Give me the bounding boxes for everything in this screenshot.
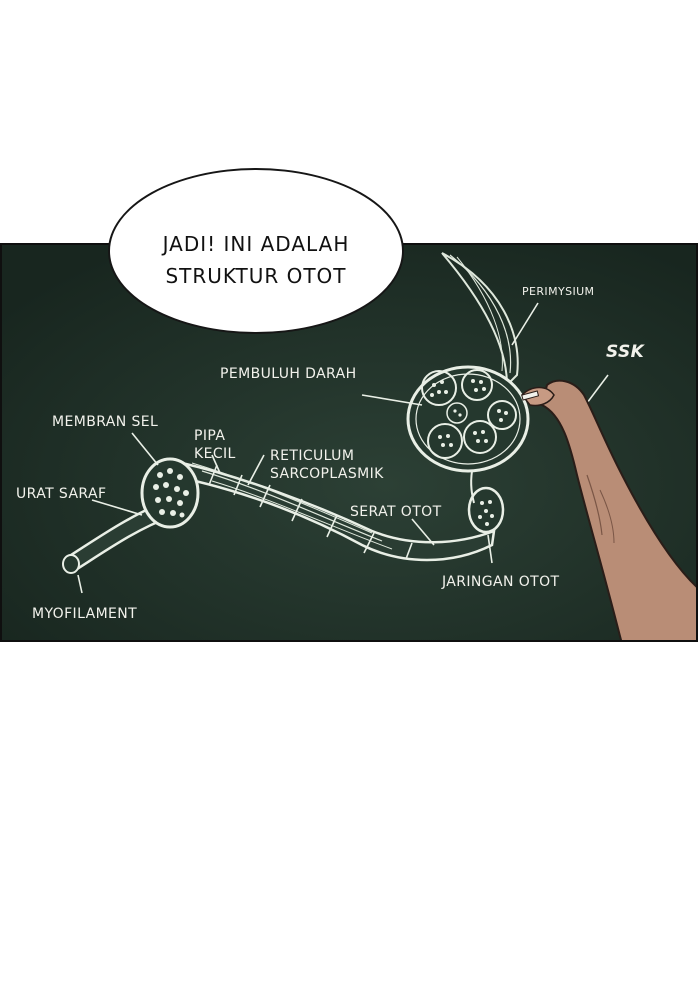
sound-effect-ssk: SSK <box>606 342 645 362</box>
label-kecil: KECIL <box>194 446 236 462</box>
label-pipa: PIPA <box>194 428 226 444</box>
label-pembuluh-darah: PEMBULUH DARAH <box>220 366 357 382</box>
perimysium-sheath <box>441 252 519 388</box>
label-serat-otot: SERAT OTOT <box>350 504 442 520</box>
label-perimysium: PERIMYSIUM <box>522 285 595 298</box>
label-myofilament: MYOFILAMENT <box>32 606 138 622</box>
label-sarcoplasmik: SARCOPLASMIK <box>270 466 384 482</box>
label-membran-sel: MEMBRAN SEL <box>52 414 159 430</box>
label-pointer-lines <box>77 302 539 594</box>
arm-with-chalk <box>520 379 696 640</box>
speech-line-2: STRUKTUR OTOT <box>165 264 347 288</box>
label-jaringan-otot: JARINGAN OTOT <box>442 574 560 590</box>
speech-bubble-text: JADI! INI ADALAH STRUKTUR OTOT <box>108 228 404 292</box>
label-reticulum: RETICULUM <box>270 448 355 464</box>
speech-line-1: JADI! INI ADALAH <box>162 232 350 256</box>
muscle-fascicle-cross-section <box>406 365 530 473</box>
speech-bubble <box>108 168 404 334</box>
label-urat-saraf: URAT SARAF <box>16 486 107 502</box>
muscle-fiber-tube <box>62 457 496 574</box>
muscle-fiber-bundle <box>467 470 505 534</box>
